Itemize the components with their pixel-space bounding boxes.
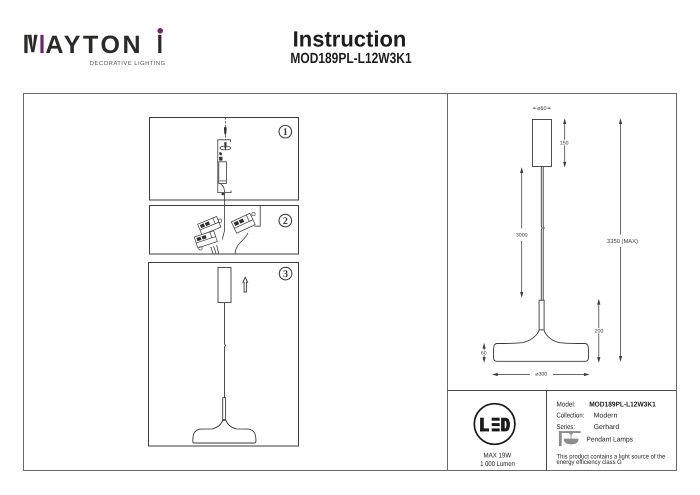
svg-text:2: 2	[283, 216, 288, 227]
svg-text:MOD189PL-L12W3K1: MOD189PL-L12W3K1	[290, 51, 411, 67]
svg-text:Gerhard: Gerhard	[594, 423, 620, 431]
svg-text:Pendant Lamps: Pendant Lamps	[586, 436, 633, 444]
svg-text:MOD189PL-L12W3K1: MOD189PL-L12W3K1	[589, 401, 656, 408]
svg-text:⌀300: ⌀300	[535, 372, 547, 378]
svg-text:energy efficiency class G: energy efficiency class G	[557, 459, 622, 466]
svg-text:AYTON: AYTON	[45, 31, 143, 59]
svg-text:3350 (MAX): 3350 (MAX)	[607, 238, 638, 245]
svg-text:This product contains a light: This product contains a light source of …	[557, 453, 666, 460]
svg-text:Instruction: Instruction	[293, 26, 407, 51]
svg-text:DECORATIVE LIGHTING: DECORATIVE LIGHTING	[90, 60, 166, 67]
svg-text:60: 60	[481, 350, 487, 356]
svg-text:3: 3	[283, 269, 288, 280]
svg-text:Series:: Series:	[557, 423, 576, 431]
svg-text:150: 150	[560, 140, 569, 146]
svg-text:Model:: Model:	[557, 400, 576, 408]
svg-text:1: 1	[283, 127, 288, 138]
svg-text:200: 200	[595, 329, 604, 335]
svg-text:⌀60: ⌀60	[537, 106, 546, 112]
svg-text:Modern: Modern	[594, 412, 618, 420]
svg-text:1 000 Lumen: 1 000 Lumen	[480, 461, 515, 468]
svg-text:3000: 3000	[516, 233, 528, 239]
svg-text:Collection:: Collection:	[557, 412, 585, 420]
svg-text:MAX 19W: MAX 19W	[483, 452, 511, 459]
